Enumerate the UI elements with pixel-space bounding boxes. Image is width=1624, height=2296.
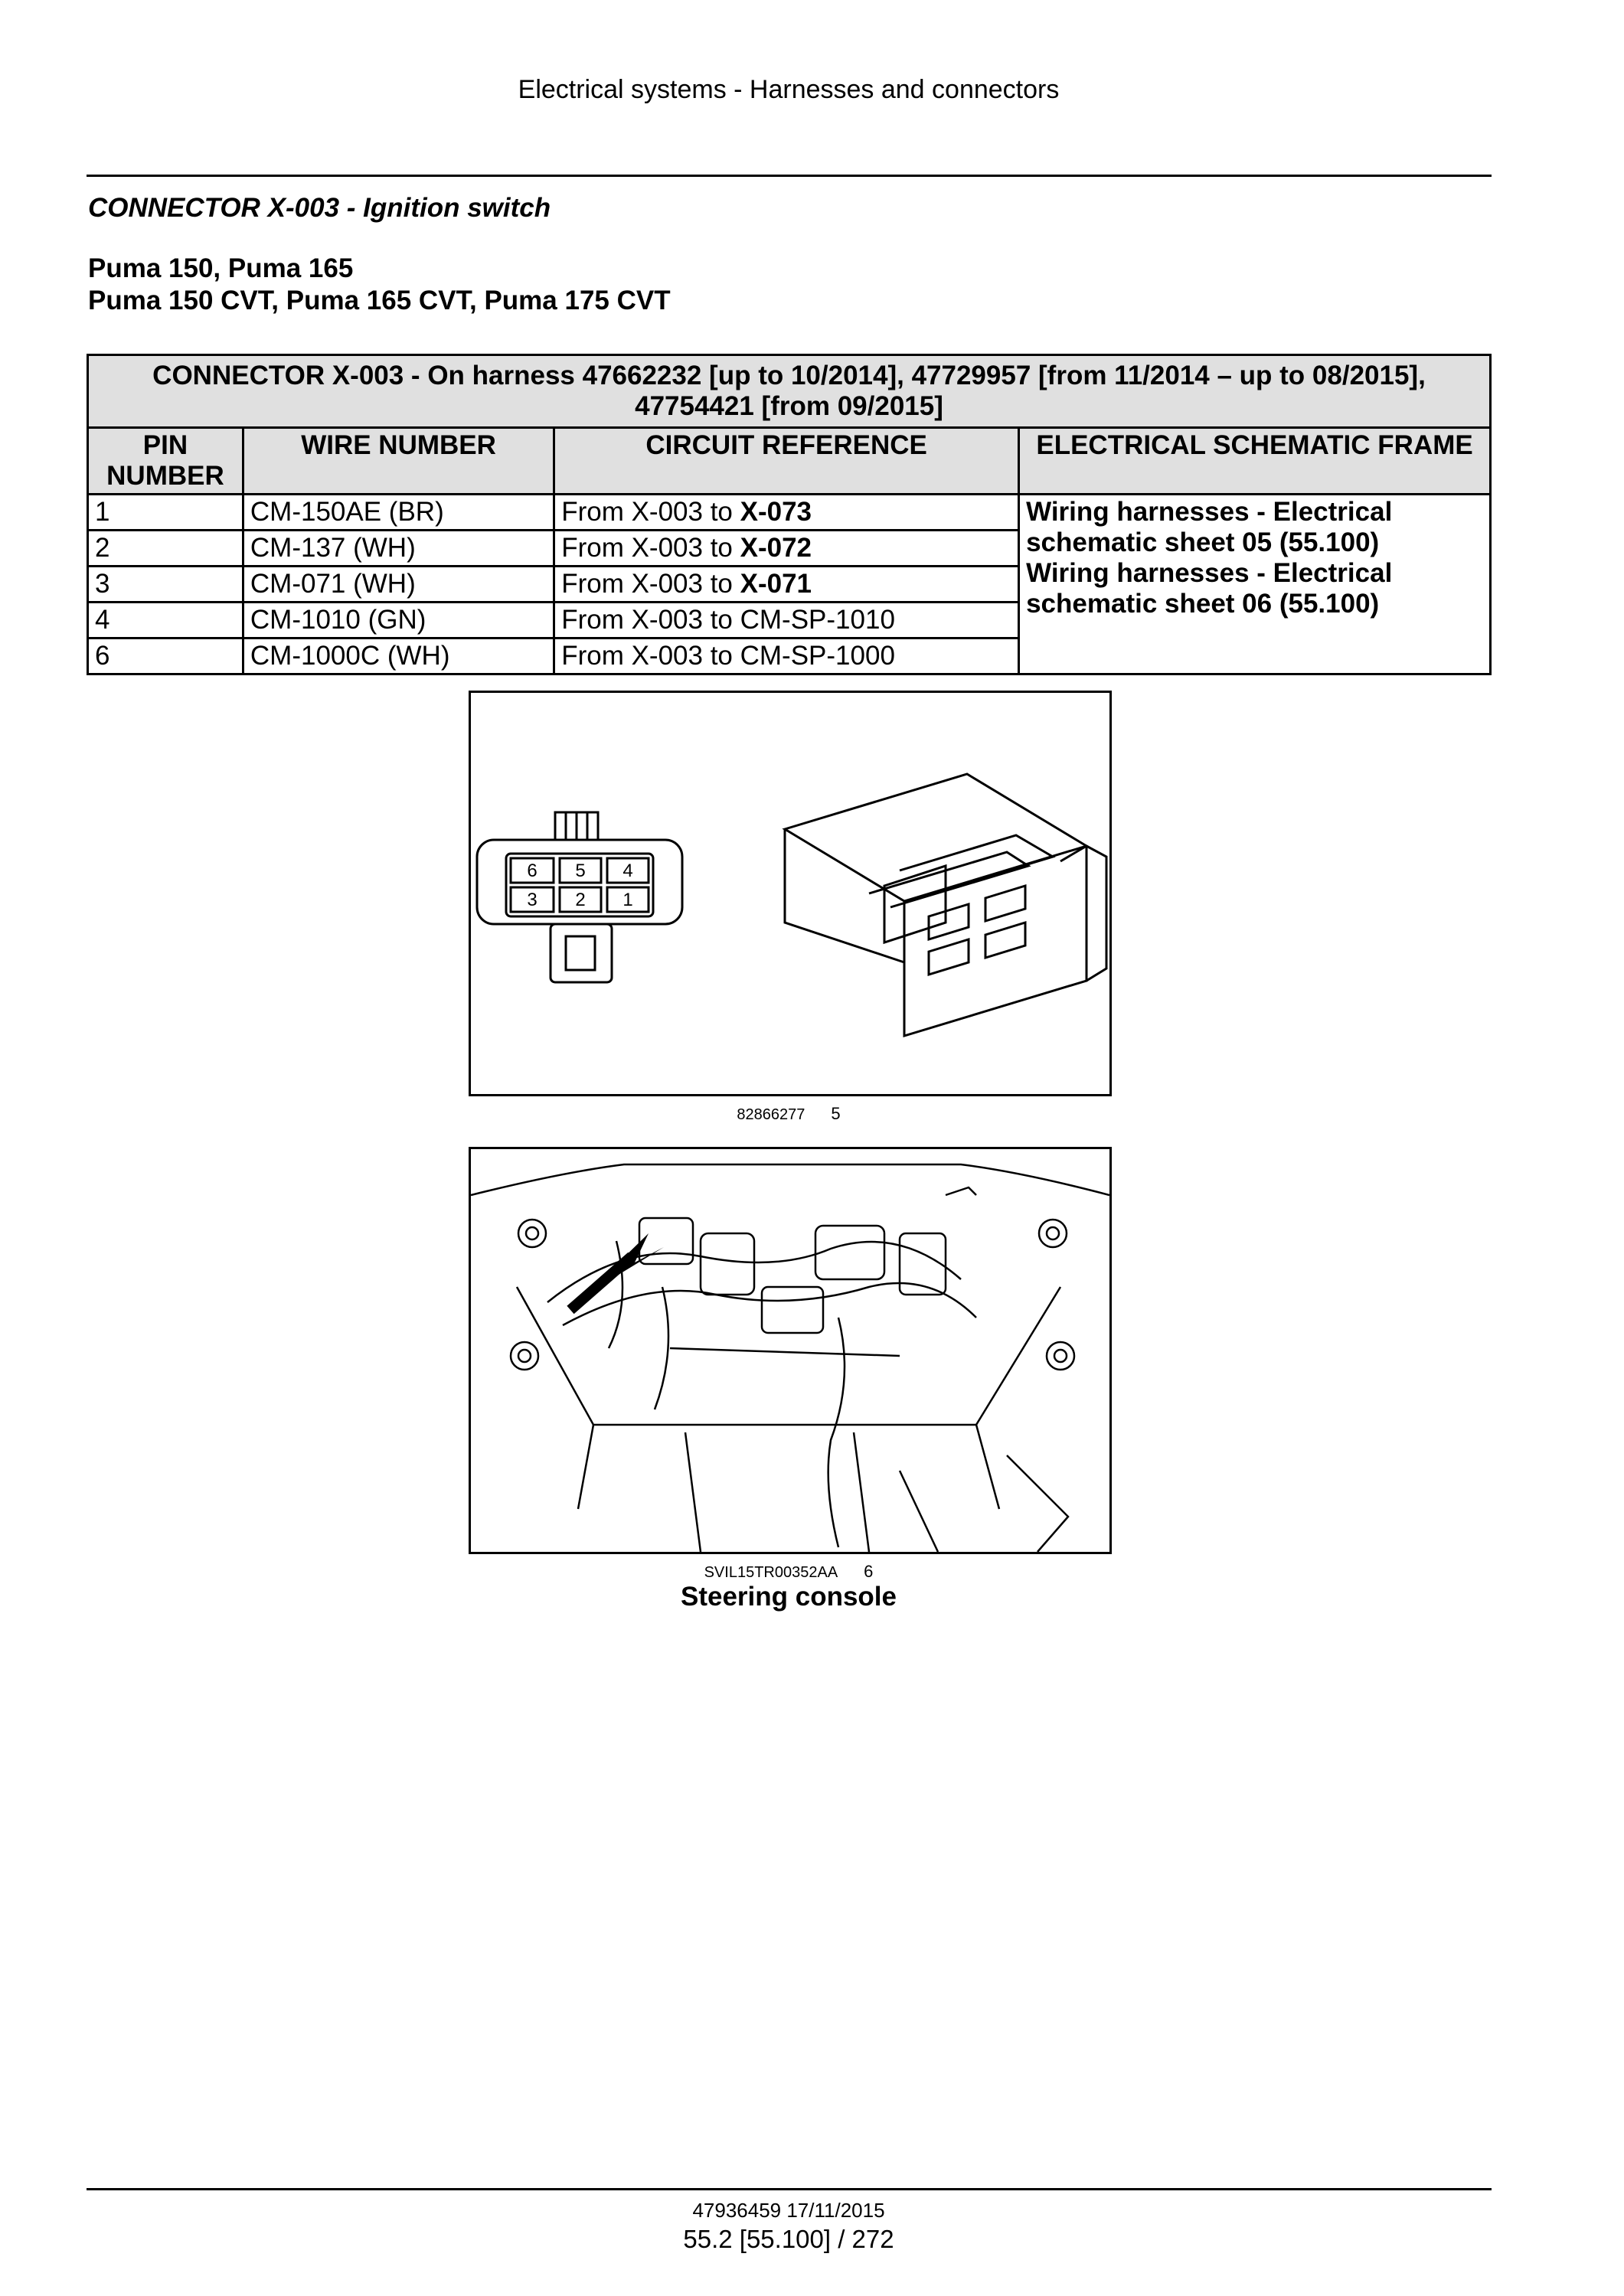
footer-document-number: 47936459 17/11/2015: [692, 2199, 885, 2222]
wire-cell: CM-071 (WH): [241, 565, 556, 603]
schematic-frame-cell: Wiring harnesses - Electrical schematic …: [1018, 493, 1492, 675]
table-row: 4 CM-1010 (GN) From X-003 to CM-SP-1010: [87, 601, 1491, 639]
circuit-cell: From X-003 to X-072: [553, 529, 1021, 567]
pin-label: 3: [527, 890, 537, 910]
pin-label: 2: [575, 890, 585, 910]
footer-page-number: 55.2 [55.100] / 272: [683, 2225, 894, 2253]
circuit-target: X-072: [740, 533, 812, 563]
circuit-prefix: From X-003 to: [561, 569, 740, 599]
pin-label: 1: [622, 890, 632, 910]
circuit-prefix: From X-003 to: [561, 533, 740, 563]
figure-6-caption: SVIL15TR00352AA 6: [0, 1562, 1577, 1582]
circuit-cell: From X-003 to X-071: [553, 565, 1021, 603]
header-rule: [87, 175, 1492, 177]
model-line: Puma 150 CVT, Puma 165 CVT, Puma 175 CVT: [88, 286, 671, 315]
schematic-frame-link: Wiring harnesses - Electrical schematic …: [1026, 558, 1393, 619]
table-row: 2 CM-137 (WH) From X-003 to X-072: [87, 529, 1491, 567]
section-title: CONNECTOR X-003 - Ignition switch: [88, 193, 551, 223]
model-line: Puma 150, Puma 165: [88, 253, 354, 283]
circuit-cell: From X-003 to CM-SP-1010: [553, 601, 1021, 639]
steering-console-illustration: [469, 1147, 1112, 1554]
table-row: 1 CM-150AE (BR) From X-003 to X-073 Wiri…: [87, 493, 1492, 675]
pin-label: 4: [622, 861, 632, 881]
footer-rule: [87, 2188, 1492, 2190]
circuit-cell: From X-003 to CM-SP-1000: [553, 637, 1021, 675]
pin-cell: 3: [87, 565, 244, 603]
circuit-prefix: From X-003 to CM-SP-1000: [561, 641, 895, 671]
header-circuit-reference: CIRCUIT REFERENCE: [553, 426, 1021, 495]
figure-number: 6: [864, 1562, 874, 1581]
pin-label: 6: [527, 861, 537, 881]
table-caption: CONNECTOR X-003 - On harness 47662232 [u…: [87, 354, 1492, 429]
figure-5-caption: 82866277 5: [0, 1104, 1577, 1124]
pin-cell: 2: [87, 529, 244, 567]
header-pin-number: PIN NUMBER: [87, 426, 244, 495]
circuit-prefix: From X-003 to CM-SP-1010: [561, 605, 895, 635]
connector-drawing: 6 5 4 3 2 1: [475, 772, 1108, 1038]
pin-cell: 4: [87, 601, 244, 639]
figure-number: 5: [831, 1104, 841, 1123]
connector-table: CONNECTOR X-003 - On harness 47662232 [u…: [87, 354, 1492, 675]
table-row: 6 CM-1000C (WH) From X-003 to CM-SP-1000: [87, 637, 1491, 675]
table-header-row: PIN NUMBER WIRE NUMBER CIRCUIT REFERENCE…: [87, 426, 1492, 495]
circuit-target: X-073: [740, 497, 812, 527]
steering-console-drawing: [470, 1163, 1110, 1553]
circuit-cell: From X-003 to X-073: [553, 493, 1021, 531]
figure-code: 82866277: [737, 1106, 805, 1123]
pin-cell: 6: [87, 637, 244, 675]
page-header-title: Electrical systems - Harnesses and conne…: [518, 75, 1060, 104]
housing-top: [782, 772, 1090, 903]
circuit-prefix: From X-003 to: [561, 497, 740, 527]
table-row: 3 CM-071 (WH) From X-003 to X-071: [87, 565, 1491, 603]
header-schematic-frame: ELECTRICAL SCHEMATIC FRAME: [1018, 426, 1492, 495]
pin-label: 5: [575, 861, 585, 881]
circuit-target: X-071: [740, 569, 812, 599]
wire-cell: CM-1000C (WH): [241, 637, 556, 675]
model-list: Puma 150, Puma 165 Puma 150 CVT, Puma 16…: [88, 253, 671, 317]
figure-code: SVIL15TR00352AA: [704, 1564, 838, 1581]
header-wire-number: WIRE NUMBER: [241, 426, 556, 495]
figure-6-title: Steering console: [680, 1582, 897, 1612]
wire-cell: CM-1010 (GN): [241, 601, 556, 639]
wire-cell: CM-137 (WH): [241, 529, 556, 567]
connector-illustration: 6 5 4 3 2 1: [469, 691, 1112, 1096]
pin-cell: 1: [87, 493, 244, 531]
schematic-frame-link: Wiring harnesses - Electrical schematic …: [1026, 497, 1393, 557]
wire-cell: CM-150AE (BR): [241, 493, 556, 531]
